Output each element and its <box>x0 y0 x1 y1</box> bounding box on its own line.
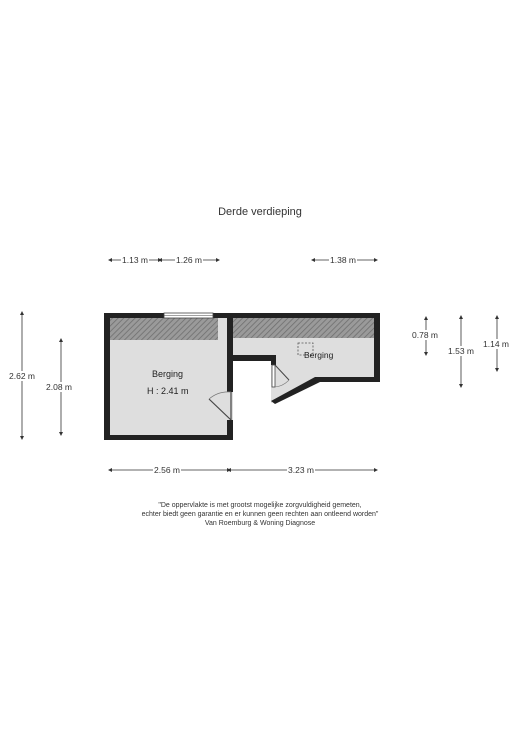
slope-area-right <box>233 318 374 338</box>
dim-right-3: 1.14 m <box>482 339 510 349</box>
room-label-small: Berging <box>304 350 334 360</box>
dim-top-1: 1.13 m <box>121 255 149 265</box>
room-height-main: H : 2.41 m <box>147 386 189 396</box>
roof-hatch <box>297 342 314 356</box>
disclaimer-line-2: echter biedt geen garantie en er kunnen … <box>141 511 379 518</box>
dim-right-2: 1.53 m <box>447 346 475 356</box>
slope-area-middle <box>164 318 218 340</box>
disclaimer-line-1: "De oppervlakte is met grootst mogelijke… <box>158 502 362 509</box>
floor-area <box>104 313 380 440</box>
door-right-room <box>271 364 290 388</box>
room-label-main: Berging <box>152 369 184 379</box>
dim-bottom-1: 2.56 m <box>153 465 181 475</box>
dim-bottom-2: 3.23 m <box>287 465 315 475</box>
dim-left-2: 2.08 m <box>45 382 73 392</box>
disclaimer-line-3: Van Roemburg & Woning Diagnose <box>204 520 316 527</box>
dim-top-2: 1.26 m <box>175 255 203 265</box>
walls <box>104 313 380 440</box>
dimension-lines <box>20 258 499 472</box>
dim-left-1: 2.62 m <box>8 371 36 381</box>
floor-title: Derde verdieping <box>218 206 302 218</box>
disclaimer: "De oppervlakte is met grootst mogelijke… <box>0 501 520 528</box>
slope-area-left <box>110 318 164 340</box>
window <box>163 312 214 319</box>
dim-right-1: 0.78 m <box>411 330 439 340</box>
door-left-room <box>208 391 232 421</box>
dim-top-3: 1.38 m <box>329 255 357 265</box>
